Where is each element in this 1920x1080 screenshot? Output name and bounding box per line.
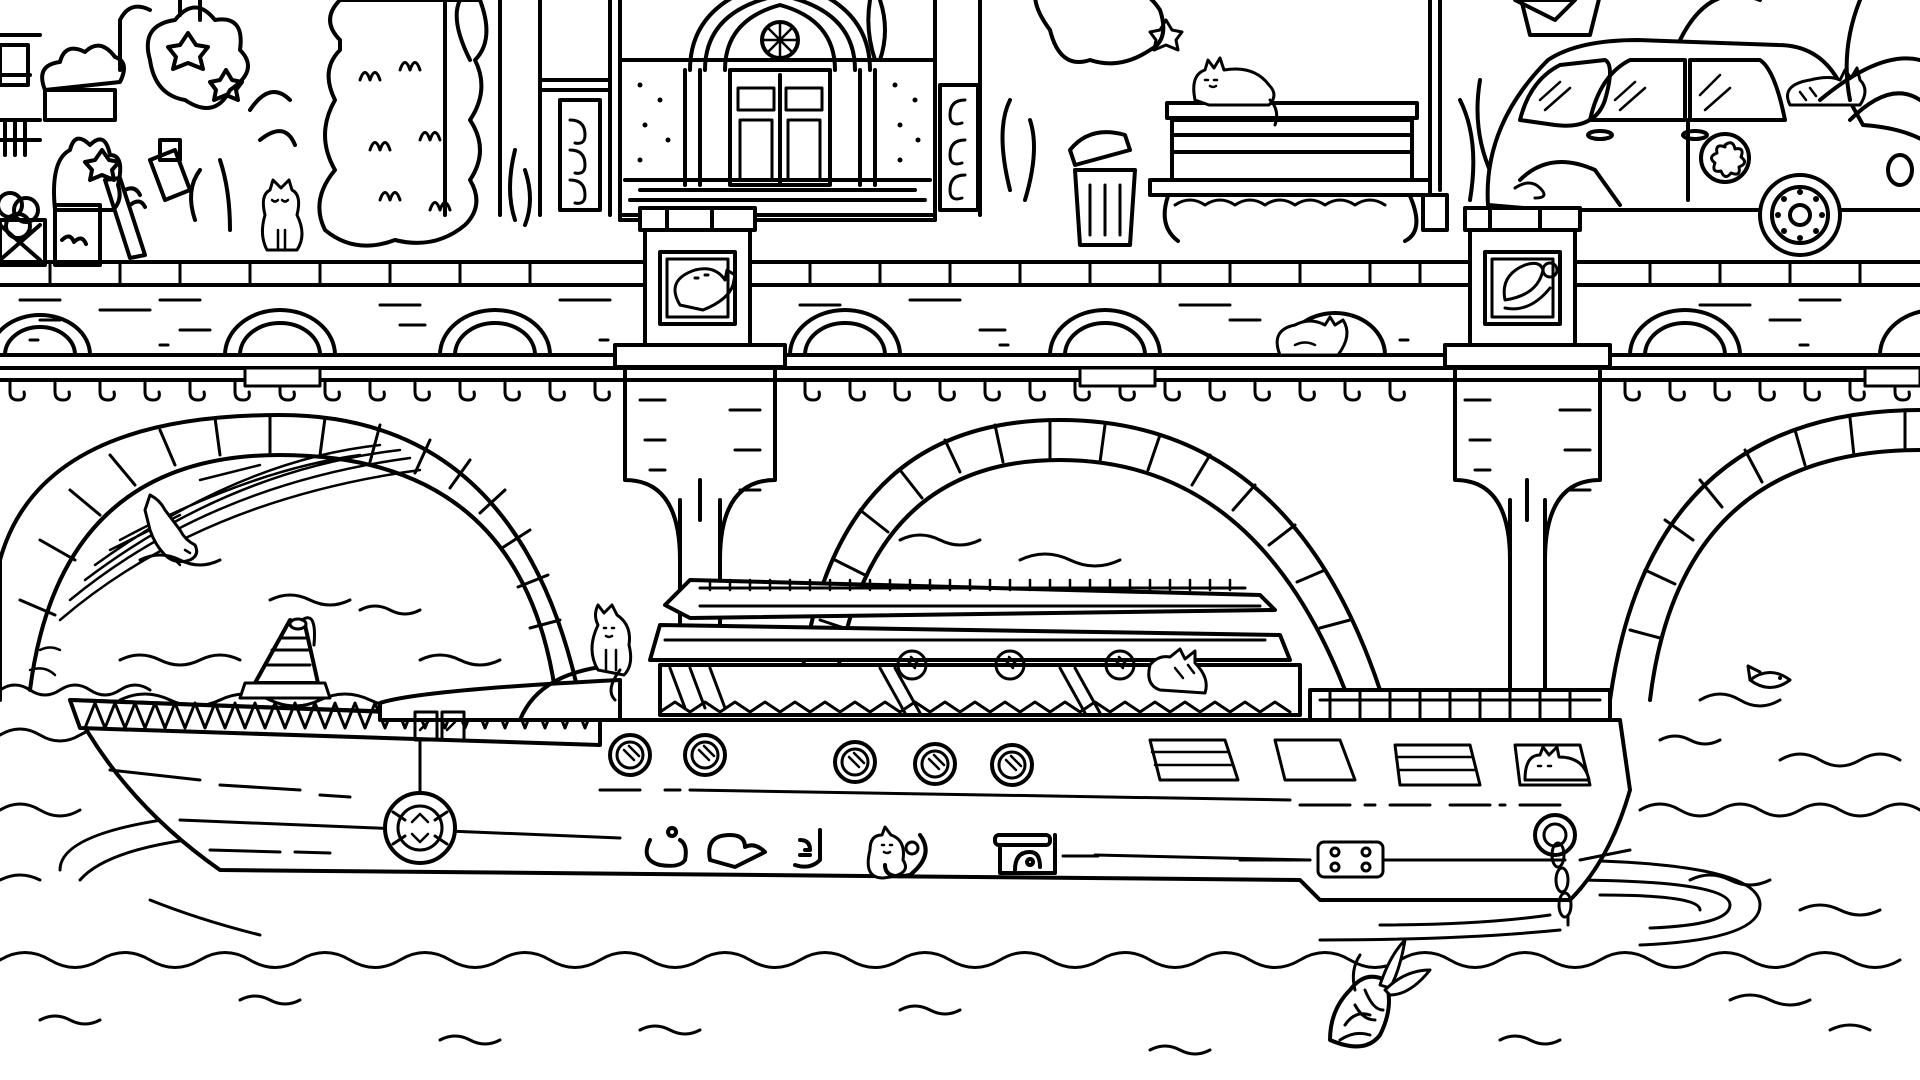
river-boat (68, 578, 1632, 927)
stone-bridge (0, 206, 1920, 702)
park-bench (1148, 101, 1432, 243)
right-building-column (933, 0, 982, 217)
bridge-pillar-left (613, 206, 787, 642)
cat-sleeping-on-arch (1275, 315, 1349, 357)
cat-on-bow-deck (590, 603, 633, 702)
boat-upper-deck (648, 578, 1302, 717)
big-arch-right (1608, 408, 1920, 702)
cat-in-boat-window (1523, 745, 1591, 782)
life-ring (383, 738, 457, 865)
trash-can (1000, 0, 1184, 247)
left-building-column (443, 0, 612, 227)
jumping-fish (1328, 938, 1432, 1049)
boat-hull (68, 663, 1632, 902)
flower-bushes (83, 0, 297, 232)
hull-lettering (644, 825, 1567, 880)
cat-on-upper-deck (1147, 647, 1208, 695)
church-doorway (618, 0, 937, 222)
portholes-lower (608, 733, 1034, 787)
bridge-frieze (0, 366, 1920, 402)
river-waves (0, 553, 1920, 1056)
cat-climbing-arch (143, 493, 199, 567)
small-fish (1746, 664, 1792, 689)
plant-stall (0, 33, 192, 267)
small-arches (0, 298, 1920, 370)
plant-leaves-right (1678, 0, 1920, 122)
big-arch-left (0, 413, 582, 702)
anchor-chain (1533, 813, 1577, 927)
cat-on-bench (1192, 56, 1279, 127)
top-street (0, 0, 1920, 287)
cat-sitting (260, 178, 304, 252)
tall-bush (317, 0, 489, 248)
bridge-pillar-right (1443, 206, 1612, 702)
big-arch-middle (798, 418, 1382, 692)
buoy (238, 616, 332, 700)
